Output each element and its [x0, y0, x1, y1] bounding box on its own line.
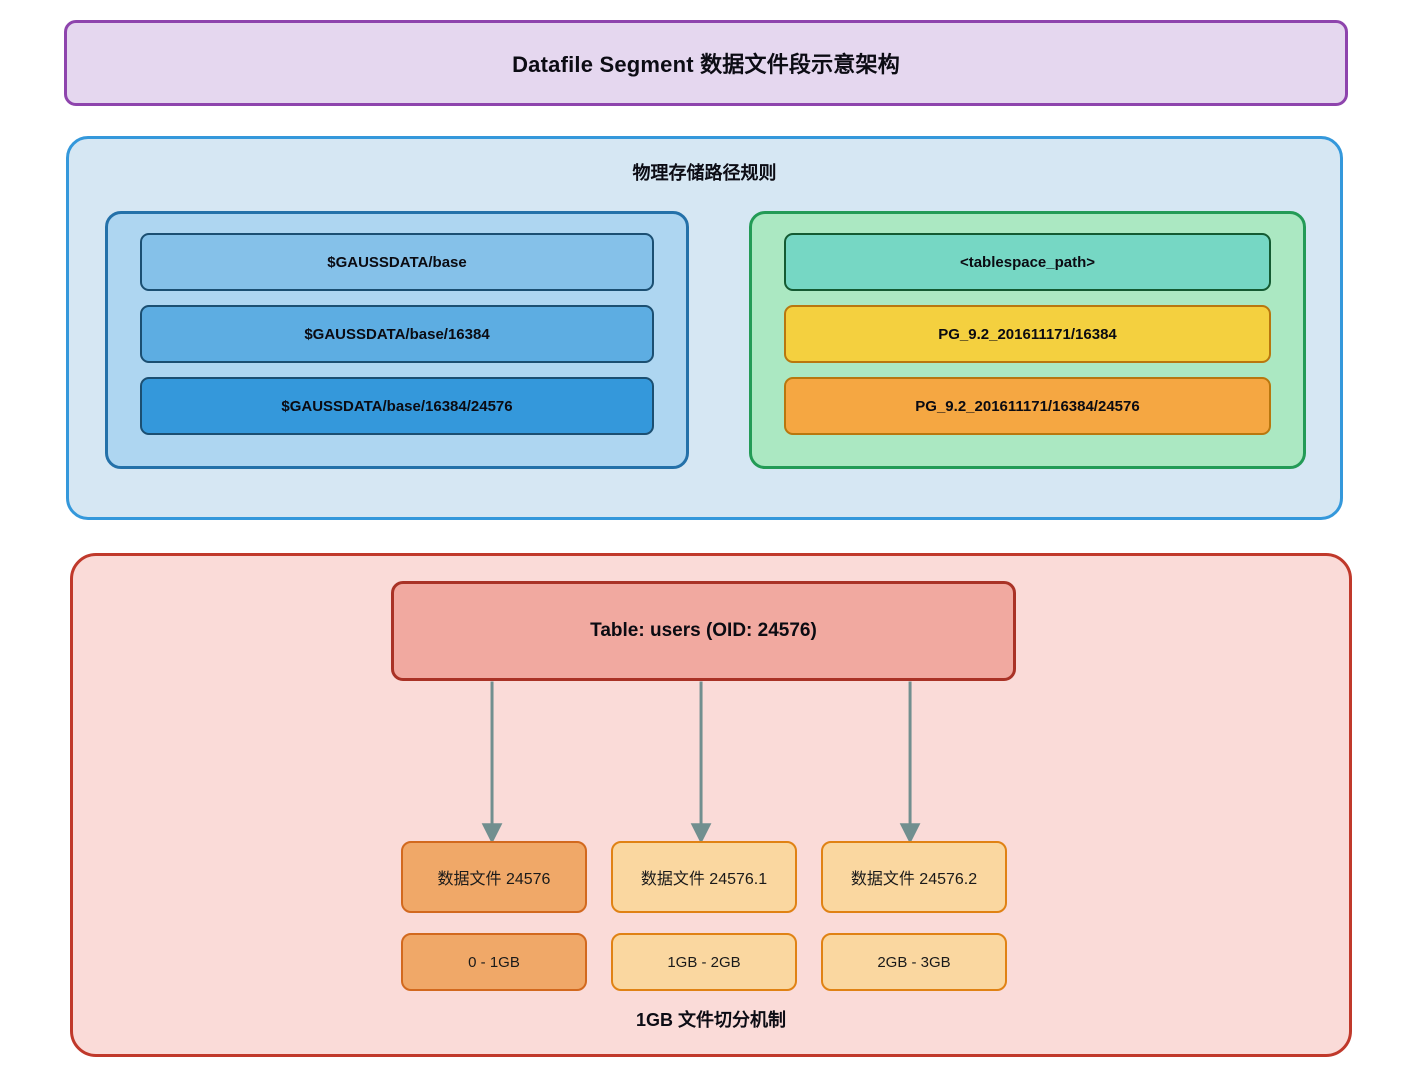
default-path-panel: $GAUSSDATA/base $GAUSSDATA/base/16384 $G… — [105, 211, 689, 469]
path-box-pg-version-16384: PG_9.2_201611171/16384 — [784, 305, 1271, 363]
datafile-range-box: 2GB - 3GB — [821, 933, 1007, 991]
datafile-range-box: 1GB - 2GB — [611, 933, 797, 991]
path-box-pg-version-16384-24576: PG_9.2_201611171/16384/24576 — [784, 377, 1271, 435]
path-box-tablespace-path: <tablespace_path> — [784, 233, 1271, 291]
datafile-box: 数据文件 24576.2 — [821, 841, 1007, 913]
physical-storage-rules-group: 物理存储路径规则 $GAUSSDATA/base $GAUSSDATA/base… — [66, 136, 1343, 520]
path-box-gaussdata-base: $GAUSSDATA/base — [140, 233, 654, 291]
datafile-range-box: 0 - 1GB — [401, 933, 587, 991]
tablespace-path-panel: <tablespace_path> PG_9.2_201611171/16384… — [749, 211, 1306, 469]
datafile-column: 数据文件 24576 0 - 1GB — [401, 841, 587, 991]
segment-footer-label: 1GB 文件切分机制 — [635, 1010, 786, 1030]
table-node: Table: users (OID: 24576) — [391, 581, 1016, 681]
page-title: Datafile Segment 数据文件段示意架构 — [512, 52, 900, 77]
storage-group-heading: 物理存储路径规则 — [632, 163, 777, 183]
segment-split-group: Table: users (OID: 24576) 数据文件 24576 0 -… — [70, 553, 1352, 1057]
path-box-gaussdata-base-16384: $GAUSSDATA/base/16384 — [140, 305, 654, 363]
datafile-box: 数据文件 24576.1 — [611, 841, 797, 913]
datafile-box: 数据文件 24576 — [401, 841, 587, 913]
datafile-column: 数据文件 24576.1 1GB - 2GB — [611, 841, 797, 991]
arrow-connectors — [481, 681, 921, 844]
datafile-column: 数据文件 24576.2 2GB - 3GB — [821, 841, 1007, 991]
diagram-title-banner: Datafile Segment 数据文件段示意架构 — [64, 20, 1348, 106]
path-box-gaussdata-base-16384-24576: $GAUSSDATA/base/16384/24576 — [140, 377, 654, 435]
